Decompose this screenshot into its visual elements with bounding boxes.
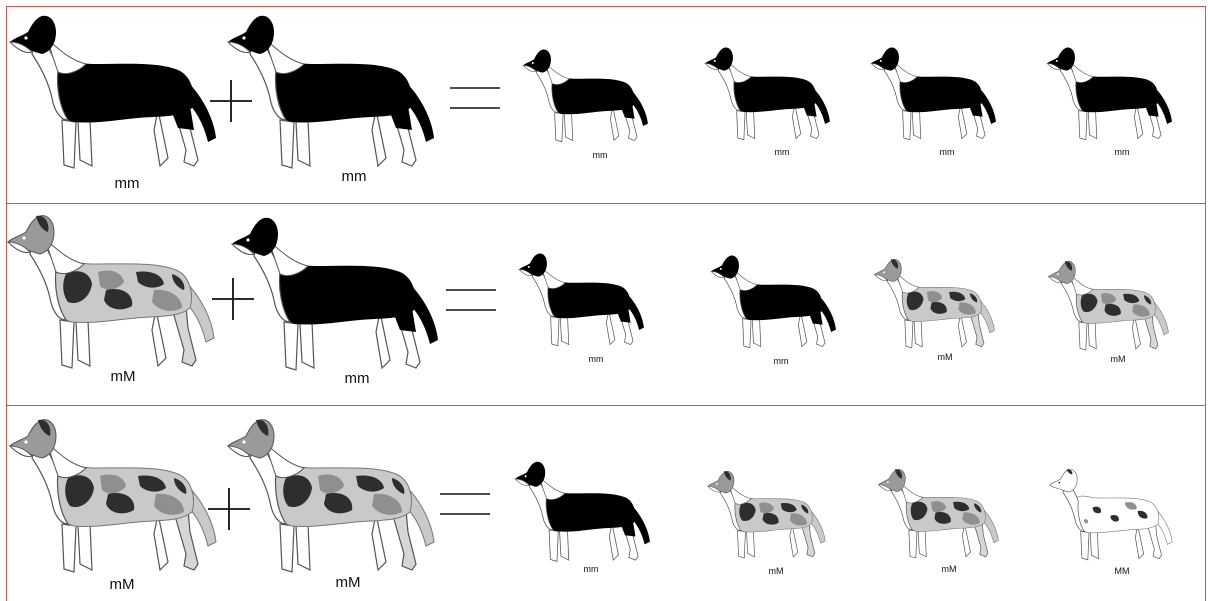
equals-icon [450, 82, 500, 112]
parent-2-dog-row-1 [226, 10, 436, 175]
genotype-label: mm [775, 147, 790, 157]
offspring-2-dog-row-3 [704, 468, 829, 562]
equals-icon [440, 488, 490, 518]
genotype-label: mm [584, 564, 599, 574]
genotype-label: mM [111, 368, 136, 385]
offspring-3-dog-row-3 [876, 466, 1001, 562]
parent-1-dog-row-3 [8, 414, 218, 579]
genotype-label: mM [938, 352, 953, 362]
parent-1-dog-row-2 [6, 210, 216, 375]
genotype-label: mm [593, 150, 608, 160]
genotype-label: mM [336, 574, 361, 591]
genotype-label: MM [1115, 566, 1130, 576]
genotype-label: mM [769, 566, 784, 576]
offspring-4-dog-row-3 [1046, 466, 1176, 564]
genotype-label: mm [589, 354, 604, 364]
offspring-1-dog-row-2 [514, 250, 649, 350]
offspring-2-dog-row-2 [706, 252, 841, 352]
genotype-label: mm [940, 147, 955, 157]
genotype-label: mM [1111, 354, 1126, 364]
genotype-label: mm [342, 168, 367, 185]
parent-2-dog-row-3 [226, 414, 436, 579]
offspring-3-dog-row-2 [872, 256, 997, 352]
offspring-4-dog-row-2 [1046, 258, 1171, 354]
genotype-label: mM [942, 564, 957, 574]
offspring-4-dog-row-1 [1042, 44, 1177, 144]
genotype-label: mm [345, 370, 370, 387]
offspring-1-dog-row-1 [518, 46, 653, 146]
genotype-label: mm [1115, 147, 1130, 157]
offspring-3-dog-row-1 [866, 44, 1001, 144]
parent-1-dog-row-1 [8, 10, 218, 175]
equals-icon [446, 284, 496, 314]
parent-2-dog-row-2 [230, 212, 440, 377]
genotype-label: mm [774, 356, 789, 366]
offspring-2-dog-row-1 [700, 44, 835, 144]
offspring-1-dog-row-3 [510, 458, 655, 566]
genotype-label: mM [110, 576, 135, 593]
genotype-label: mm [115, 175, 140, 192]
